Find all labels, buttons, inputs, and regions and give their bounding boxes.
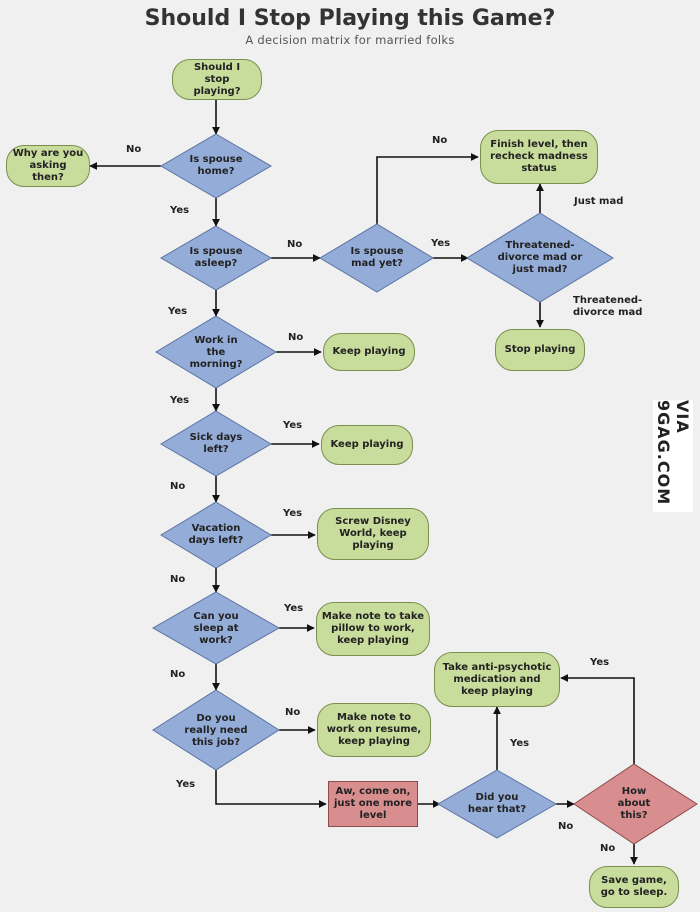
sick-days-label: Sick days left?	[189, 432, 243, 455]
decision-threatened-shape	[466, 212, 614, 303]
decision-spouse-mad-shape	[319, 223, 434, 293]
edge-label-work-yes: Yes	[170, 395, 190, 406]
decision-need-job-shape	[152, 689, 280, 771]
decision-how-about-shape	[573, 763, 698, 845]
one-more-level-node: Aw, come on, just one more level	[328, 781, 418, 827]
edge-label-sick-no: No	[170, 481, 186, 492]
edge-label-home-no: No	[126, 144, 142, 155]
keep-playing-node-1: Keep playing	[323, 333, 415, 371]
keep-playing-node-2: Keep playing	[321, 425, 413, 465]
pillow-note-node: Make note to take pillow to work, keep p…	[316, 602, 430, 656]
spouse-home-label: Is spouse home?	[189, 154, 243, 177]
decision-sick-days-shape	[160, 410, 272, 477]
edge-label-mad-yes: Yes	[431, 238, 451, 249]
start-node: Should I stop playing?	[172, 59, 262, 100]
decision-sleep-work-shape	[151, 591, 281, 665]
page-title: Should I Stop Playing this Game?	[144, 6, 556, 31]
edge-label-work-no: No	[288, 332, 304, 343]
edge-label-threatened: Threatened-divorce mad	[573, 295, 643, 318]
screw-disney-node: Screw Disney World, keep playing	[317, 508, 429, 560]
decision-did-you-hear-shape	[436, 769, 558, 839]
edge-label-sleep-yes: Yes	[284, 603, 304, 614]
did-you-hear-label: Did you hear that?	[467, 792, 527, 815]
finish-level-node: Finish level, then recheck madness statu…	[480, 130, 598, 184]
edge-label-mad-no: No	[432, 135, 448, 146]
watermark: VIA 9GAG.COM	[653, 400, 693, 512]
edge-label-sick-yes: Yes	[283, 420, 303, 431]
decision-spouse-home-shape	[160, 133, 272, 199]
edge-label-hear-no: No	[558, 821, 574, 832]
sleep-work-label: Can you sleep at work?	[193, 611, 239, 646]
decision-vacation-shape	[160, 501, 272, 569]
page-subtitle: A decision matrix for married folks	[245, 33, 455, 47]
how-about-label: How about this?	[617, 786, 651, 821]
threatened-label: Threatened-divorce mad or just mad?	[497, 240, 583, 275]
edge-job-onemore	[215, 770, 327, 808]
spouse-asleep-label: Is spouse asleep?	[189, 246, 243, 269]
vacation-days-label: Vacation days left?	[188, 523, 244, 546]
edge-label-how-yes: Yes	[590, 657, 610, 668]
decision-work-morning-shape	[155, 315, 277, 389]
edge-label-asleep-no: No	[287, 239, 303, 250]
why-asking-node: Why are you asking then?	[6, 145, 90, 187]
edge-label-job-yes: Yes	[176, 779, 196, 790]
resume-note-node: Make note to work on resume, keep playin…	[317, 703, 431, 757]
anti-psychotic-node: Take anti-psychotic medication and keep …	[434, 652, 560, 707]
edge-label-vacation-yes: Yes	[283, 508, 303, 519]
decision-spouse-asleep-shape	[160, 225, 272, 291]
edge-label-sleep-no: No	[170, 669, 186, 680]
spouse-mad-label: Is spouse mad yet?	[350, 246, 404, 269]
edge-label-vacation-no: No	[170, 574, 186, 585]
edge-label-just-mad: Just mad	[574, 196, 624, 207]
edge-label-how-no: No	[600, 843, 616, 854]
edge-label-job-no: No	[285, 707, 301, 718]
edge-label-home-yes: Yes	[170, 205, 190, 216]
save-game-node: Save game, go to sleep.	[589, 866, 679, 908]
stop-playing-node: Stop playing	[495, 329, 585, 371]
edge-mad-finish	[376, 153, 479, 224]
edge-howabout-antipsychotic	[560, 674, 635, 764]
edge-label-hear-yes: Yes	[510, 738, 530, 749]
edge-label-asleep-yes: Yes	[168, 306, 188, 317]
work-morning-label: Work in the morning?	[189, 335, 243, 370]
need-job-label: Do you really need this job?	[184, 713, 248, 748]
